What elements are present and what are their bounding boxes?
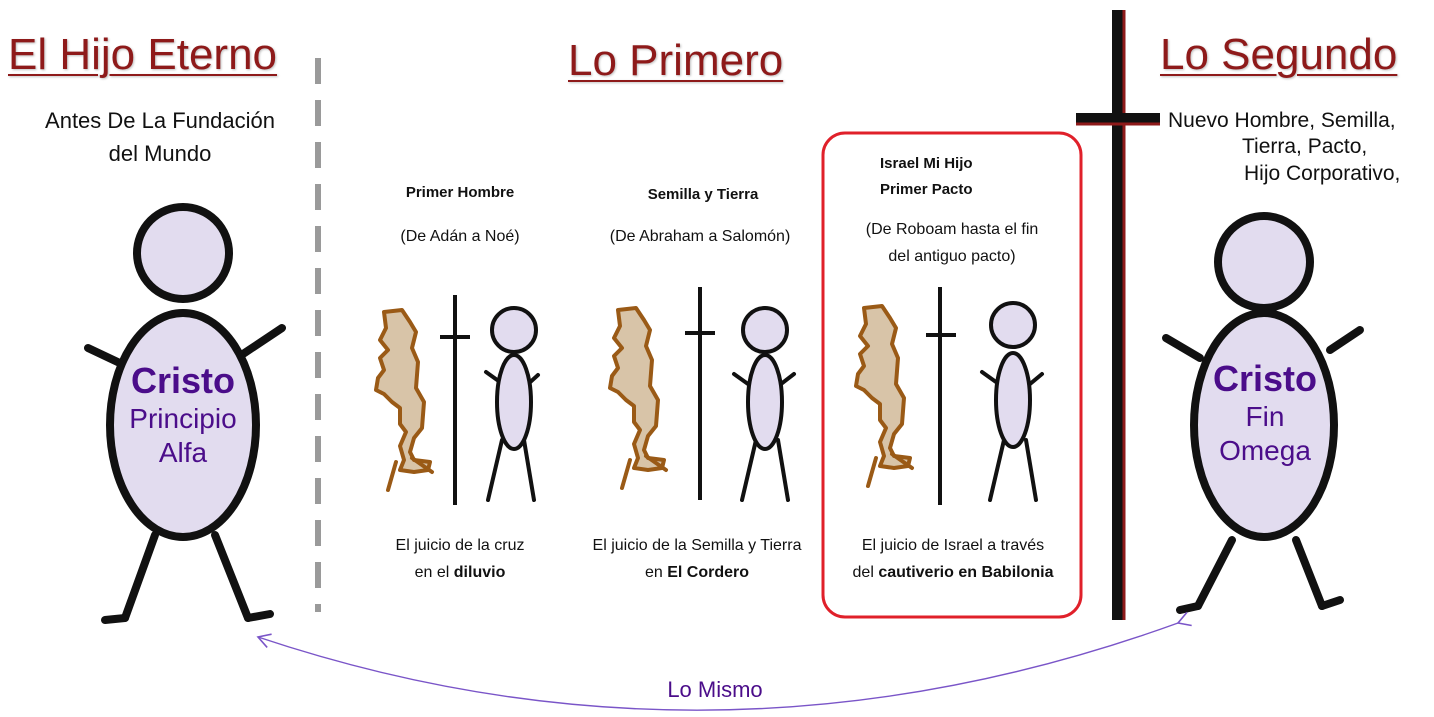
column2-judgment-line1: El juicio de la Semilla y Tierra bbox=[592, 537, 802, 554]
right-figure-label: Cristo Fin Omega bbox=[1190, 358, 1340, 467]
principio-label: Principio bbox=[129, 403, 237, 434]
column1-judgment-prefix: en el bbox=[414, 564, 454, 582]
column3-judgment-prefix: del bbox=[852, 564, 879, 582]
column3-range: (De Roboam hasta el fin del antiguo pact… bbox=[832, 216, 1072, 270]
column1-judgment-bold: diluvio bbox=[453, 564, 506, 582]
right-subtitle-line3: Hijo Corporativo, bbox=[1244, 161, 1401, 185]
cristo-left: Cristo bbox=[130, 360, 235, 401]
beast-icon-3 bbox=[854, 304, 914, 488]
column2-judgment-bold: El Cordero bbox=[667, 564, 750, 582]
heading-second: Lo Segundo bbox=[1160, 30, 1398, 79]
column3-title: Israel Mi Hijo Primer Pacto bbox=[840, 151, 1020, 204]
column3-title-line1: Israel Mi Hijo bbox=[880, 155, 973, 172]
column3-range-line2: del antiguo pacto) bbox=[888, 248, 1016, 266]
cross-icon-3 bbox=[926, 287, 956, 505]
omega-label: Omega bbox=[1219, 434, 1311, 466]
stick-figure-small-1 bbox=[484, 306, 540, 502]
column3-judgment-line2: del cautiverio en Babilonia bbox=[828, 559, 1078, 586]
left-subtitle-line1: Antes De La Fundación bbox=[45, 108, 275, 133]
right-subtitle: Nuevo Hombre, Semilla, Tierra, Pacto, Hi… bbox=[1166, 108, 1434, 187]
column1-judgment-line1: El juicio de la cruz bbox=[395, 537, 525, 554]
beast-icon-1 bbox=[374, 308, 434, 492]
left-subtitle-line2: del Mundo bbox=[108, 141, 212, 166]
beast-icon-2 bbox=[608, 306, 668, 490]
column3-judgment-bold: cautiverio en Babilonia bbox=[878, 564, 1054, 582]
alfa-label: Alfa bbox=[158, 436, 208, 468]
column1-judgment: El juicio de la cruz en el diluvio bbox=[360, 532, 560, 586]
right-subtitle-line1: Nuevo Hombre, Semilla, bbox=[1168, 109, 1396, 132]
heading-eternal-son: El Hijo Eterno bbox=[8, 30, 278, 79]
right-subtitle-line2: Tierra, Pacto, bbox=[1242, 135, 1368, 159]
column1-title: Primer Hombre bbox=[405, 184, 515, 201]
cross-icon-1 bbox=[440, 295, 470, 505]
column2-judgment-line2: en El Cordero bbox=[572, 559, 822, 586]
left-subtitle: Antes De La Fundación del Mundo bbox=[10, 104, 310, 170]
column1-range: (De Adán a Noé) bbox=[400, 228, 520, 245]
column1-judgment-line2: en el diluvio bbox=[360, 559, 560, 586]
lo-mismo-label: Lo Mismo bbox=[667, 677, 763, 702]
column2-title: Semilla y Tierra bbox=[647, 186, 759, 203]
column3-range-line1: (De Roboam hasta el fin bbox=[865, 221, 1039, 238]
column2-judgment-prefix: en bbox=[644, 564, 668, 582]
cristo-right: Cristo bbox=[1212, 358, 1317, 399]
column2-judgment: El juicio de la Semilla y Tierra en El C… bbox=[572, 532, 822, 586]
column2-range: (De Abraham a Salomón) bbox=[609, 228, 791, 245]
stick-figure-small-3 bbox=[980, 301, 1044, 502]
stick-figure-right bbox=[1162, 212, 1364, 614]
column3-judgment: El juicio de Israel a través del cautive… bbox=[828, 532, 1078, 586]
cross-icon-2 bbox=[685, 287, 715, 500]
heading-first: Lo Primero bbox=[568, 36, 784, 85]
left-figure-label: Cristo Principio Alfa bbox=[108, 360, 258, 469]
column3-title-line2: Primer Pacto bbox=[880, 181, 973, 199]
stick-figure-small-2 bbox=[732, 306, 796, 502]
stick-figure-left bbox=[84, 203, 286, 624]
column3-judgment-line1: El juicio de Israel a través bbox=[861, 537, 1045, 554]
large-cross-icon bbox=[1076, 10, 1160, 620]
fin-label: Fin bbox=[1245, 401, 1285, 432]
same-arrow bbox=[256, 611, 1192, 711]
